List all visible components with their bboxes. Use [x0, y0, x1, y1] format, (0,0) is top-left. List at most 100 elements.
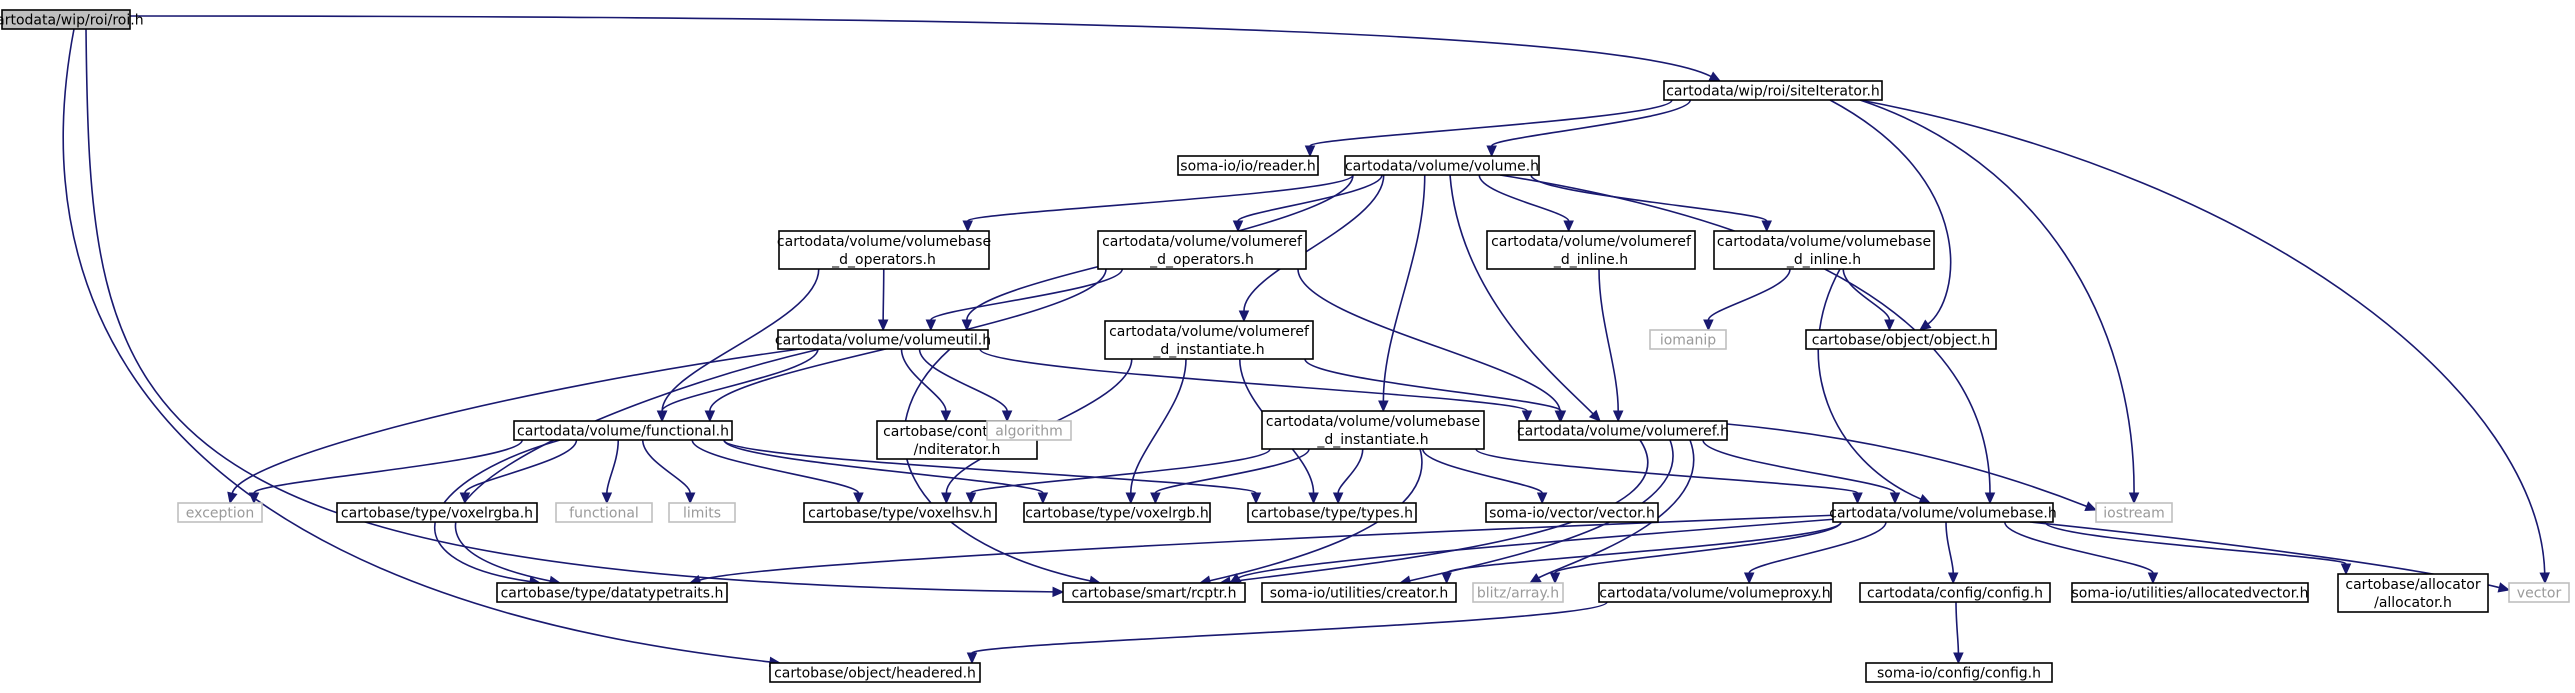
header-node-vr_inst[interactable]: cartodata/volume/volumeref_d_instantiate…: [1104, 320, 1314, 360]
header-node-voxelrgb[interactable]: cartobase/type/voxelrgb.h: [1023, 502, 1211, 523]
node-label: cartodata/volume/volumebase.h: [1829, 506, 2056, 522]
include-edge-volumebase-to-vproxy: [1743, 521, 1887, 585]
include-edge-volume-to-volumebase: [1499, 174, 1996, 505]
node-box: [1023, 502, 1211, 523]
include-edge-volumebase-to-allocvec: [2003, 521, 2159, 585]
node-box: [668, 502, 736, 523]
header-node-config[interactable]: cartodata/config/config.h: [1859, 582, 2051, 603]
include-edge-functional_h-to-limits: [641, 439, 696, 505]
header-node-volumebase[interactable]: cartodata/volume/volumebase.h: [1829, 502, 2057, 523]
header-node-vr_ops[interactable]: cartodata/volume/volumeref_d_operators.h: [1097, 230, 1307, 270]
node-label: iomanip: [1660, 333, 1716, 349]
node-label: cartobase/type/types.h: [1251, 506, 1413, 522]
node-box: [1261, 410, 1485, 450]
header-node-vproxy[interactable]: cartodata/volume/volumeproxy.h: [1598, 582, 1832, 603]
include-edge-vb_inl-to-object: [1842, 268, 1895, 332]
header-node-types[interactable]: cartobase/type/types.h: [1247, 502, 1417, 523]
include-edge-roi-to-headered: [62, 28, 782, 668]
node-box: [496, 582, 728, 603]
header-node-volumeref[interactable]: cartodata/volume/volumeref.h: [1517, 420, 1729, 441]
node-label: soma-io/io/reader.h: [1180, 159, 1315, 175]
header-node-volume[interactable]: cartodata/volume/volume.h: [1344, 155, 1540, 176]
node-box: [1713, 230, 1935, 270]
node-box: [778, 230, 990, 270]
header-node-vr_inl[interactable]: cartodata/volume/volumeref_d_inline.h: [1486, 230, 1696, 270]
node-label: _d_operators.h: [831, 252, 936, 268]
node-box: [1177, 155, 1319, 176]
node-box: [1865, 662, 2053, 683]
include-edge-volume-to-volumeref: [1449, 174, 1601, 422]
header-node-rcptr[interactable]: cartobase/smart/rcptr.h: [1062, 582, 1246, 603]
header-node-voxelrgba[interactable]: cartobase/type/voxelrgba.h: [336, 502, 538, 523]
include-edge-vb_inst-to-types: [1332, 448, 1364, 505]
node-box: [2508, 582, 2570, 603]
node-box: [1486, 230, 1696, 270]
header-node-vutil[interactable]: cartodata/volume/volumeutil.h: [775, 329, 991, 350]
node-label: functional: [569, 506, 639, 522]
node-box: [1097, 230, 1307, 270]
include-edge-vr_ops-to-vutil: [925, 268, 1124, 332]
header-node-vector: vector: [2508, 582, 2570, 603]
header-node-algorithm: algorithm: [986, 420, 1072, 441]
node-box: [1, 9, 131, 30]
node-box: [777, 329, 989, 350]
node-label: cartodata/config/config.h: [1867, 586, 2043, 602]
include-edge-config-to-somaconfig: [1953, 601, 1964, 665]
node-label: _d_instantiate.h: [1316, 432, 1428, 448]
node-box: [2071, 582, 2309, 603]
header-node-somaconfig[interactable]: soma-io/config/config.h: [1865, 662, 2053, 683]
header-node-reader[interactable]: soma-io/io/reader.h: [1177, 155, 1319, 176]
header-node-dtt[interactable]: cartobase/type/datatypetraits.h: [496, 582, 728, 603]
node-box: [1518, 420, 1728, 441]
header-node-voxelhsv[interactable]: cartobase/type/voxelhsv.h: [803, 502, 997, 523]
include-edge-vr_inst-to-voxelrgb: [1125, 358, 1187, 505]
header-node-object[interactable]: cartobase/object/object.h: [1805, 329, 1997, 350]
node-box: [986, 420, 1072, 441]
node-label: cartodata/volume/volumebase: [777, 234, 991, 250]
node-label: iostream: [2103, 506, 2165, 522]
node-label: soma-io/vector/vector.h: [1489, 506, 1655, 522]
header-node-iostream: iostream: [2095, 502, 2173, 523]
include-edge-volume-to-vr_ops: [1232, 174, 1383, 233]
include-edge-siteiter-to-object: [1829, 99, 1952, 331]
node-label: _d_operators.h: [1149, 252, 1254, 268]
header-node-iomanip: iomanip: [1649, 329, 1727, 350]
node-box: [1472, 582, 1564, 603]
header-node-headered[interactable]: cartobase/object/headered.h: [769, 662, 981, 683]
node-box: [513, 420, 733, 441]
node-label: vector: [2517, 586, 2562, 602]
node-label: cartodata/volume/volumeref.h: [1517, 424, 1729, 440]
node-label: soma-io/utilities/allocatedvector.h: [2072, 586, 2309, 602]
include-edge-functional_h-to-voxelrgb: [723, 439, 1049, 505]
node-box: [2337, 573, 2489, 613]
header-node-limits: limits: [668, 502, 736, 523]
node-label: limits: [683, 506, 721, 522]
node-label: cartodata/wip/roi/siteIterator.h: [1666, 84, 1880, 100]
include-edge-vutil-to-exception: [227, 348, 801, 505]
include-edge-volume-to-vb_ops: [962, 174, 1354, 233]
include-edge-vr_inl-to-volumeref: [1598, 268, 1624, 423]
header-node-roi[interactable]: cartodata/wip/roi/roi.h: [0, 9, 144, 30]
node-box: [1344, 155, 1540, 176]
header-node-allocvec[interactable]: soma-io/utilities/allocatedvector.h: [2071, 582, 2309, 603]
node-label: cartodata/volume/volumeproxy.h: [1599, 586, 1830, 602]
header-node-vector_h[interactable]: soma-io/vector/vector.h: [1485, 502, 1659, 523]
node-box: [555, 502, 653, 523]
header-node-vb_ops[interactable]: cartodata/volume/volumebase _d_operators.…: [777, 230, 991, 270]
header-node-creator[interactable]: soma-io/utilities/creator.h: [1261, 582, 1457, 603]
include-edge-volumeref-to-volumebase: [1702, 439, 1901, 505]
header-node-functional: functional: [555, 502, 653, 523]
header-node-vb_inl[interactable]: cartodata/volume/volumebase_d_inline.h: [1713, 230, 1935, 270]
node-label: cartobase/allocator: [2345, 577, 2480, 593]
include-edge-siteiter-to-vector: [1859, 99, 2550, 585]
node-label: cartodata/volume/volumeutil.h: [775, 333, 991, 349]
header-node-vb_inst[interactable]: cartodata/volume/volumebase_d_instantiat…: [1261, 410, 1485, 450]
header-node-functional_h[interactable]: cartodata/volume/functional.h: [513, 420, 733, 441]
header-node-siteiter[interactable]: cartodata/wip/roi/siteIterator.h: [1663, 80, 1883, 101]
node-box: [1859, 582, 2051, 603]
include-edge-vb_ops-to-vutil: [877, 268, 889, 332]
header-node-allocator[interactable]: cartobase/allocator/allocator.h: [2337, 573, 2489, 613]
include-edge-volume-to-vr_inl: [1478, 174, 1574, 233]
include-edge-vutil-to-volumeref: [979, 348, 1533, 423]
